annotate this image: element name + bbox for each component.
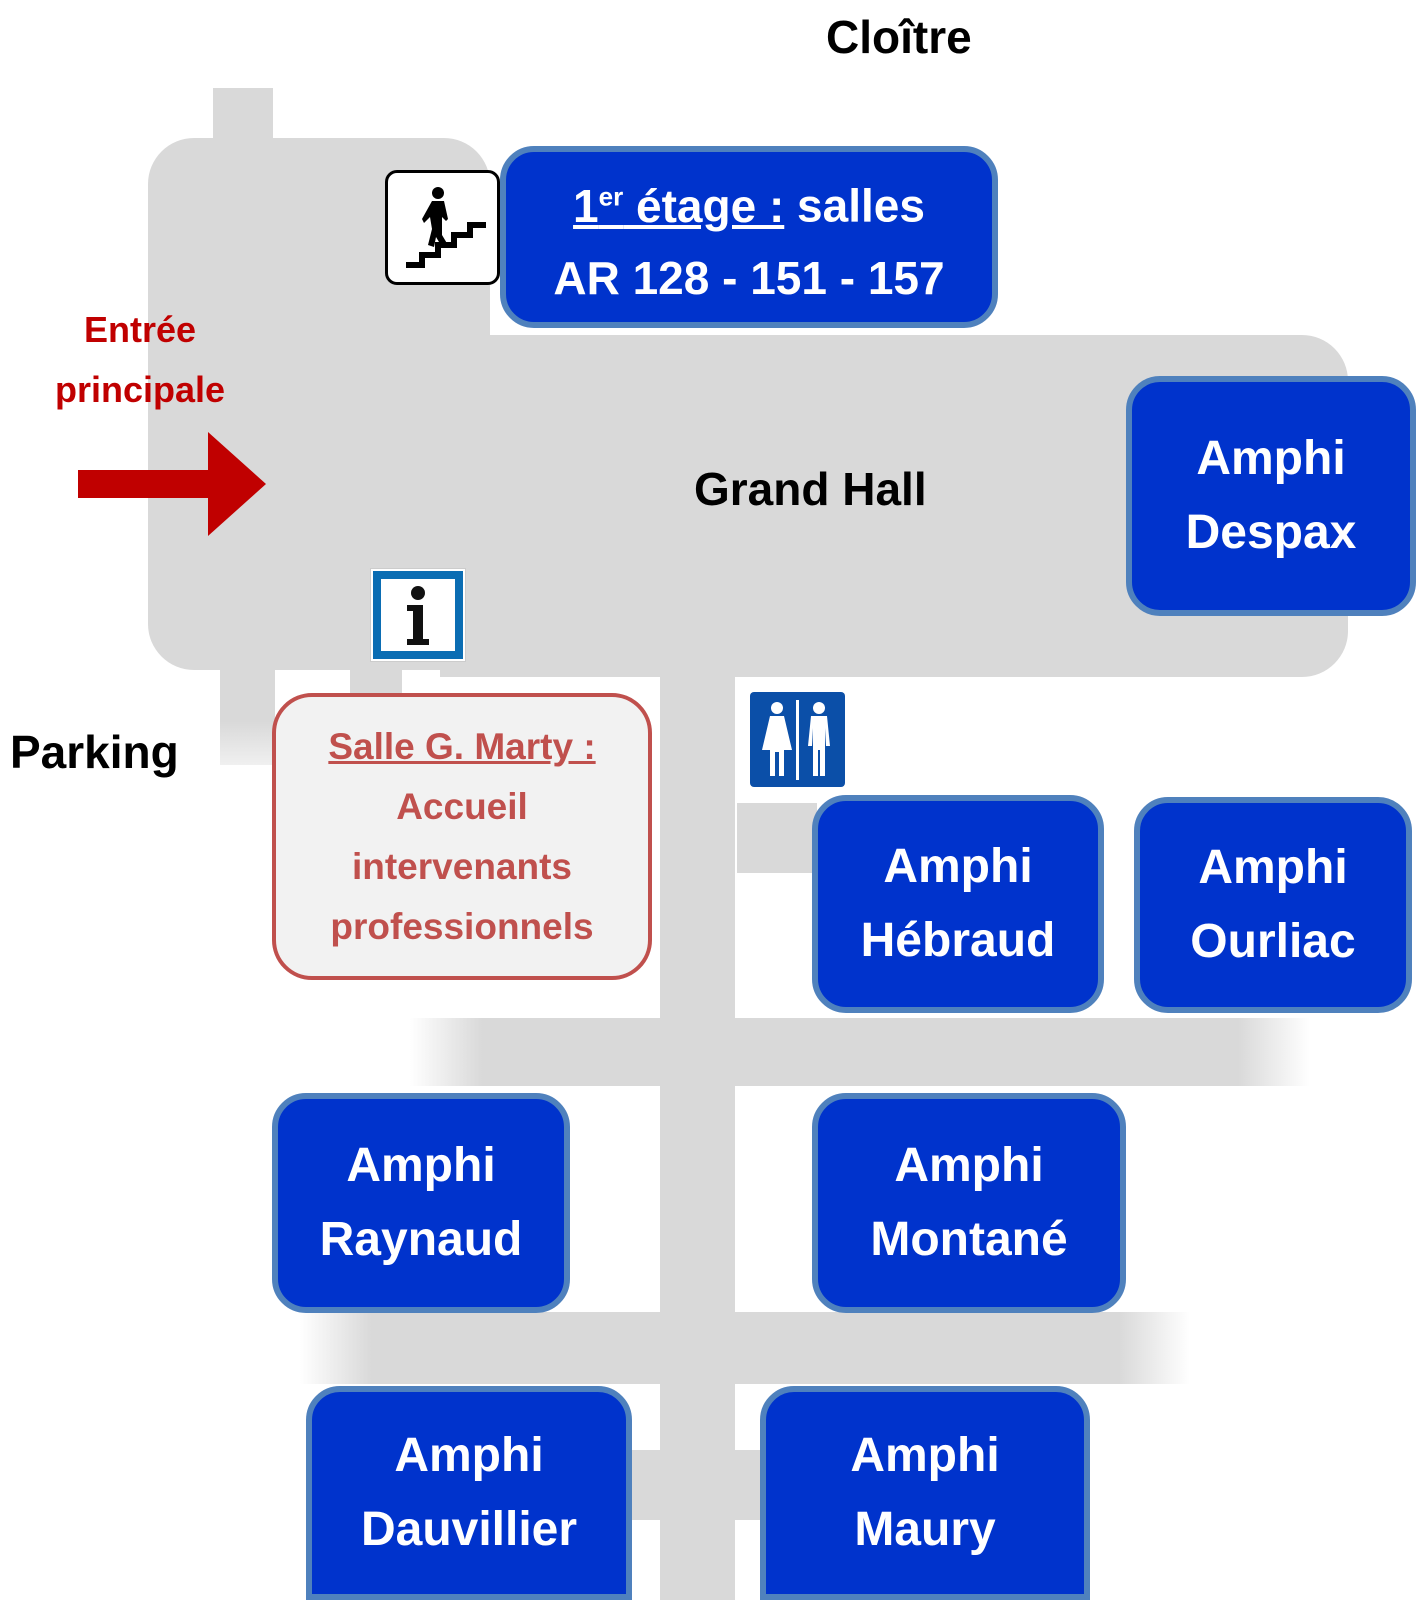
- grand-hall-label: Grand Hall: [694, 463, 927, 515]
- hebraud-connector: [737, 803, 817, 873]
- central-corridor: [660, 670, 735, 1600]
- salle-marty-line3: professionnels: [330, 905, 594, 947]
- amphi-montane: Amphi Montané: [812, 1093, 1126, 1313]
- entrance-arrow-icon: [78, 432, 266, 536]
- first-floor-rooms: AR 128 - 151 - 157: [553, 251, 945, 304]
- amphi-hebraud: Amphi Hébraud: [812, 795, 1104, 1013]
- restroom-icon: [750, 692, 845, 787]
- salle-marty-line1: Accueil: [396, 785, 528, 827]
- amphi-name: Montané: [870, 1213, 1068, 1266]
- cloitre-label: Cloître: [826, 11, 972, 63]
- amphi-despax: Amphi Despax: [1126, 376, 1416, 616]
- amphi-label: Amphi: [346, 1139, 496, 1192]
- salle-marty: Salle G. Marty : Accueil intervenants pr…: [272, 693, 652, 980]
- entrance-label: Entrée principale: [40, 300, 240, 420]
- amphi-ourliac: Amphi Ourliac: [1134, 797, 1412, 1013]
- salle-marty-title: Salle G. Marty :: [328, 725, 596, 767]
- cross-corridor-2: [300, 1312, 1190, 1384]
- stairs-icon: [385, 170, 500, 285]
- amphi-name: Ourliac: [1190, 915, 1356, 968]
- first-floor-heading: 1er étage : salles: [573, 160, 925, 241]
- cross-corridor-1: [410, 1018, 1310, 1086]
- amphi-label: Amphi: [1196, 432, 1346, 485]
- amphi-label: Amphi: [894, 1139, 1044, 1192]
- amphi-name: Despax: [1185, 506, 1357, 559]
- first-floor-box: 1er étage : salles AR 128 - 151 - 157: [500, 146, 998, 328]
- amphi-name: Hébraud: [860, 914, 1056, 967]
- amphi-label: Amphi: [394, 1429, 544, 1482]
- amphi-label: Amphi: [1198, 841, 1348, 894]
- first-floor-number: 1: [573, 179, 599, 232]
- dauvillier-connector: [628, 1450, 668, 1520]
- amphi-name: Dauvillier: [360, 1503, 578, 1556]
- amphi-label: Amphi: [850, 1429, 1000, 1482]
- first-floor-salles: salles: [784, 179, 925, 232]
- information-icon: [370, 568, 466, 662]
- amphi-maury: Amphi Maury: [760, 1386, 1090, 1600]
- amphi-raynaud: Amphi Raynaud: [272, 1093, 570, 1313]
- amphi-dauvillier: Amphi Dauvillier: [306, 1386, 632, 1600]
- first-floor-superscript: er: [598, 181, 624, 212]
- salle-marty-line2: intervenants: [351, 845, 572, 887]
- parking-corridor: [220, 620, 275, 765]
- entrance-label-line2: principale: [54, 369, 226, 410]
- first-floor-etage: étage :: [623, 179, 785, 232]
- amphi-name: Maury: [854, 1503, 996, 1556]
- entrance-label-line1: Entrée: [83, 309, 197, 350]
- amphi-label: Amphi: [883, 840, 1033, 893]
- parking-label: Parking: [10, 726, 179, 778]
- amphi-name: Raynaud: [319, 1213, 523, 1266]
